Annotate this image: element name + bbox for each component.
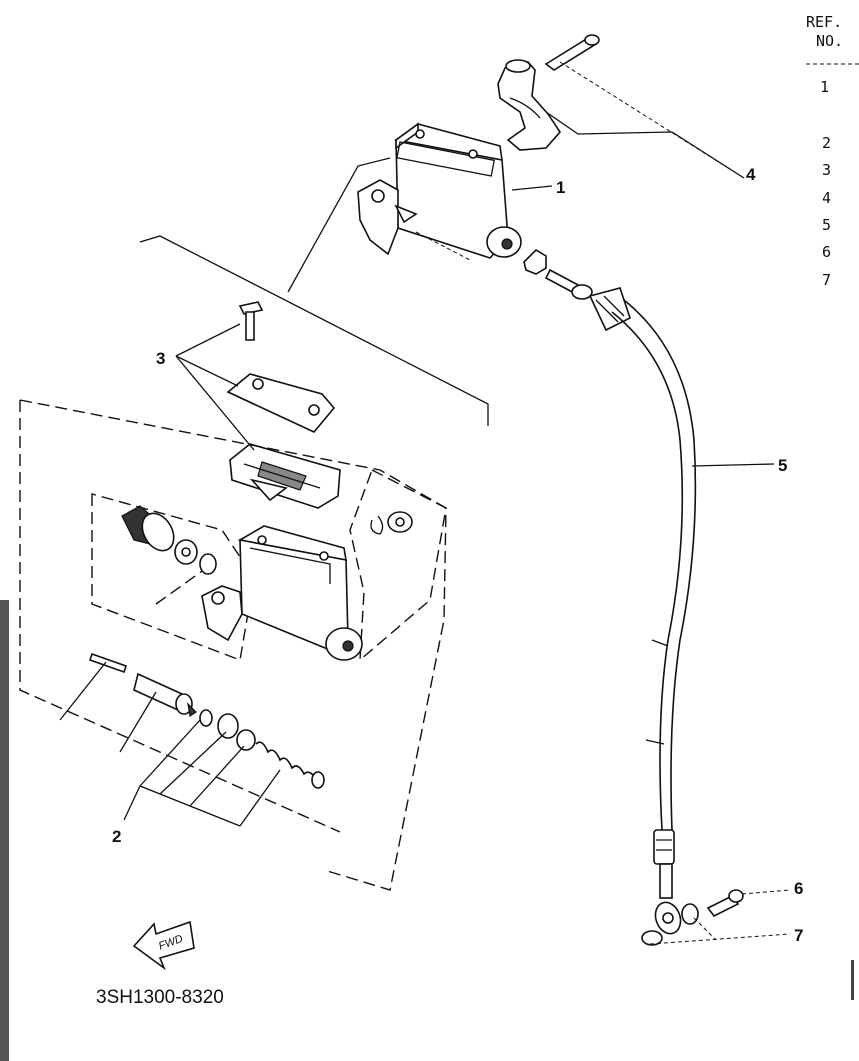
callout-1: 1 [556, 178, 565, 197]
leader-line-3b [175, 355, 239, 387]
exploded-view-bracket [139, 235, 489, 426]
reference-number-table: REF. NO. 1 2 3 4 5 6 7 [806, 13, 859, 289]
brake-hose [588, 287, 697, 899]
leader-line-6 [741, 889, 791, 895]
hose-bottom-fitting [641, 889, 744, 946]
scan-edge-mark [851, 960, 854, 1000]
master-cylinder-body-exploded [201, 525, 363, 661]
leader-line-3a [175, 323, 241, 357]
ref-number-5: 5 [822, 216, 831, 234]
callout-7: 7 [794, 926, 803, 945]
leader-line-2-piston [119, 691, 157, 753]
ref-number-2: 2 [822, 134, 831, 152]
dust-boot-group [121, 505, 217, 575]
leader-line-4a [559, 61, 745, 179]
ref-number-6: 6 [822, 243, 831, 261]
callout-3: 3 [156, 349, 165, 368]
ref-number-1: 1 [820, 78, 829, 96]
ref-header-line1: REF. [806, 13, 842, 31]
ref-number-3: 3 [822, 161, 831, 179]
callout-6: 6 [794, 879, 803, 898]
diagram-code: 3SH1300-8320 [96, 987, 224, 1008]
ref-number-4: 4 [822, 189, 831, 207]
leader-line-2-washer [189, 745, 245, 807]
leader-line-3c [175, 355, 255, 451]
callout-2: 2 [112, 827, 121, 846]
leader-line-2-spring [239, 769, 281, 827]
master-cylinder-assembly [357, 122, 522, 261]
leader-line-4b [545, 111, 745, 179]
ref-number-7: 7 [822, 271, 831, 289]
leader-line-7b [693, 917, 717, 941]
piston-kit-parts [88, 652, 325, 789]
kit-boundary-outer [19, 399, 447, 891]
kit-boundary-inner-right [349, 469, 447, 662]
callout-4: 4 [746, 165, 756, 184]
holder-bolt-and-clamp [497, 34, 600, 151]
ref-header-line2: NO. [816, 32, 843, 50]
leader-line-2-cup [159, 731, 227, 795]
callout-5: 5 [778, 456, 787, 475]
scan-edge-strip [0, 600, 9, 1061]
snap-ring-and-grommet [370, 511, 413, 535]
leader-line-5 [691, 463, 775, 467]
forward-direction-arrow: FWD [132, 920, 195, 971]
leader-line-2-seal [139, 719, 201, 787]
bracket-connector [287, 157, 391, 293]
kit-boundary-inner-left [91, 493, 255, 661]
reservoir-cap-set [226, 301, 341, 509]
leader-line-7a [649, 933, 791, 945]
leader-line-1 [511, 185, 553, 191]
leader-line-2-pin [59, 661, 107, 721]
union-bolt-top [523, 248, 593, 300]
leader-line-2-base [123, 785, 241, 827]
